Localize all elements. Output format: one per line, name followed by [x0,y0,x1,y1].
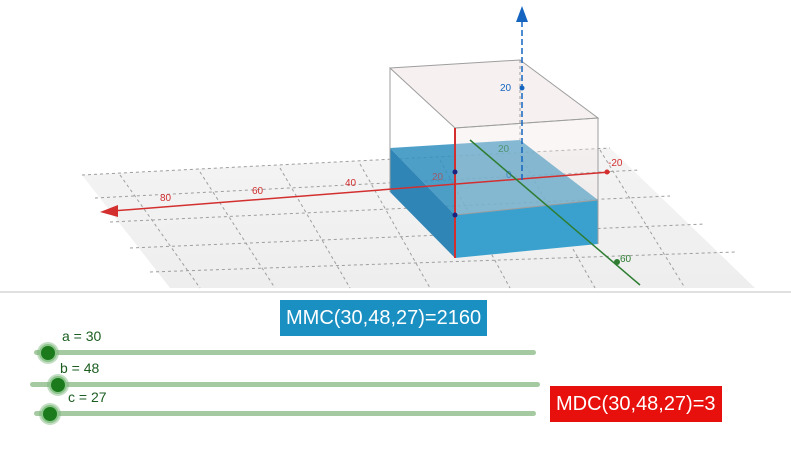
slider-b-track[interactable] [30,382,540,387]
slider-c[interactable]: c = 27 [34,389,538,423]
slider-c-label: c = 27 [68,389,107,405]
slider-c-track[interactable] [34,411,536,416]
slider-b-thumb[interactable] [49,376,67,394]
slider-b-label: b = 48 [60,360,100,376]
z-axis-arrow-icon [516,6,528,22]
prism-outline [388,59,600,244]
y-axis [469,139,641,286]
x-tick-80: 80 [160,193,172,204]
x-axis-arrow-icon [100,205,118,217]
water-side-face [390,148,455,258]
mdc-result: MDC(30,48,27)=3 [550,386,722,422]
slider-b[interactable]: b = 48 [30,360,540,394]
height-point-top[interactable] [452,169,458,175]
x-tick-neg20: -20 [608,158,623,169]
x-tick-20: 20 [432,172,444,183]
view-divider [0,291,791,293]
slider-a-thumb[interactable] [39,344,57,362]
water-top-face [390,140,598,215]
water-front-face [455,200,598,258]
origin-label: 0 [506,170,512,181]
mmc-result: MMC(30,48,27)=2160 [280,300,488,336]
x-tick-60: 60 [252,186,264,197]
slider-a-label: a = 30 [62,328,102,344]
height-point-bottom[interactable] [452,212,458,218]
slider-c-thumb[interactable] [41,405,59,423]
x-tick-40: 40 [345,178,357,189]
x-axis [111,171,611,212]
slider-a[interactable]: a = 30 [34,328,538,362]
graphics-3d-view[interactable]: 80 60 40 20 -20 60 20 20 0 [0,0,791,290]
y-tick-60: 60 [620,254,632,265]
y-tick-20: 20 [498,144,510,155]
z-tick-20: 20 [500,83,512,94]
slider-a-track[interactable] [34,350,536,355]
